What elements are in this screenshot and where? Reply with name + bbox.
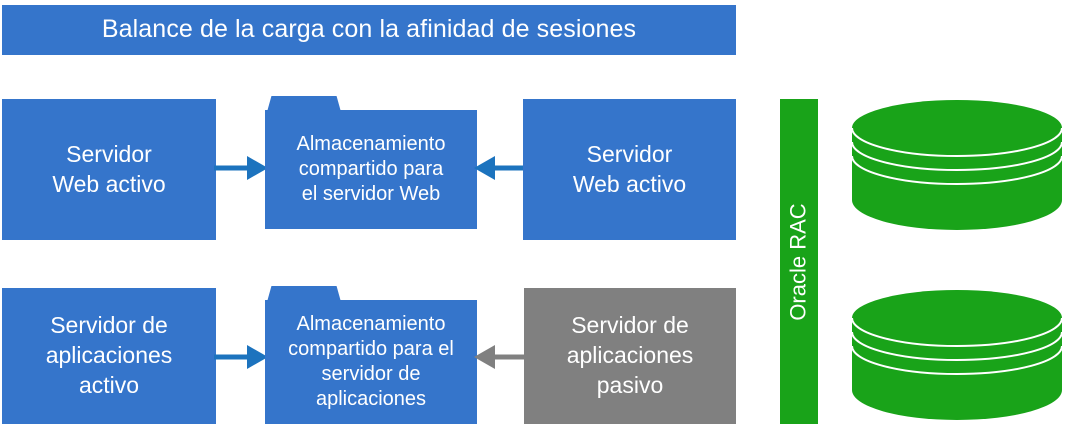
top-left-server-box[interactable]: Servidor Web activo [2,99,216,240]
bottom-right-server-box[interactable]: Servidor de aplicaciones pasivo [524,288,736,424]
oracle-rac-label: Oracle RAC [786,202,812,321]
oracle-rac-band[interactable]: Oracle RAC [780,99,818,424]
top-left-server-label: Servidor Web activo [52,140,166,197]
bottom-left-server-label: Servidor de aplicaciones activo [45,312,173,398]
bottom-right-arrow-left-icon [474,345,528,369]
folder-tab-icon [267,96,341,112]
bottom-left-server-box[interactable]: Servidor de aplicaciones activo [2,288,216,424]
bottom-shared-storage-folder[interactable]: Almacenamiento compartido para el servid… [265,286,477,424]
database-cylinder-bottom-icon [851,290,1063,420]
folder-body: Almacenamiento compartido para el servid… [265,300,477,424]
bottom-right-server-label: Servidor de aplicaciones pasivo [566,312,694,398]
bottom-storage-label: Almacenamiento compartido para el servid… [288,312,454,411]
database-cylinder-top-icon [851,100,1063,230]
diagram-title-label: Balance de la carga con la afinidad de s… [101,15,637,44]
top-right-server-label: Servidor Web activo [572,140,687,197]
top-storage-label: Almacenamiento compartido para el servid… [296,132,446,206]
top-right-arrow-left-icon [474,156,528,180]
top-right-server-box[interactable]: Servidor Web activo [523,99,736,240]
folder-body: Almacenamiento compartido para el servid… [265,110,477,229]
folder-tab-icon [267,286,341,302]
top-left-arrow-right-icon [214,156,268,180]
top-shared-storage-folder[interactable]: Almacenamiento compartido para el servid… [265,96,477,229]
diagram-title-banner: Balance de la carga con la afinidad de s… [2,5,736,55]
bottom-left-arrow-right-icon [214,345,268,369]
